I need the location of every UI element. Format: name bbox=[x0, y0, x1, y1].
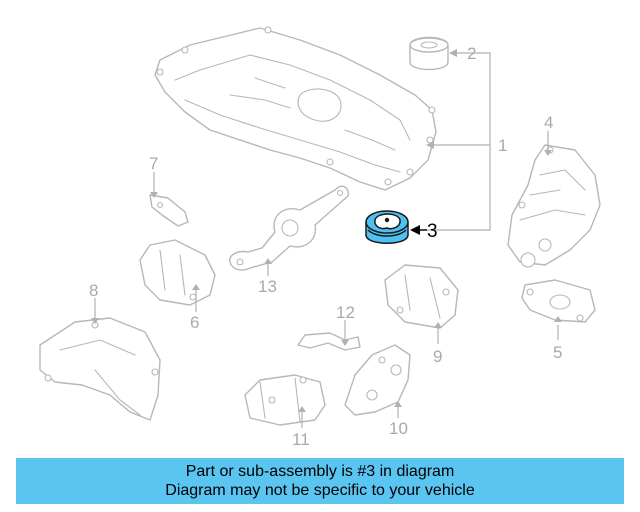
callout-3[interactable]: 3 bbox=[427, 221, 438, 242]
callout-7[interactable]: 7 bbox=[149, 154, 158, 173]
info-banner: Part or sub-assembly is #3 in diagram Di… bbox=[16, 458, 624, 504]
info-banner-line-2: Diagram may not be specific to your vehi… bbox=[165, 482, 475, 499]
part-12-link[interactable] bbox=[297, 332, 361, 351]
part-2-bushing[interactable] bbox=[409, 36, 449, 71]
part-1-subframe[interactable] bbox=[154, 26, 437, 191]
callout-2[interactable]: 2 bbox=[467, 44, 476, 63]
callout-9[interactable]: 9 bbox=[433, 347, 442, 366]
callout-13[interactable]: 13 bbox=[258, 277, 277, 296]
part-5-mount[interactable] bbox=[521, 279, 596, 323]
callout-5[interactable]: 5 bbox=[553, 343, 562, 362]
parts-diagram: 2 1 3 4 5 6 7 8 9 10 11 12 13 bbox=[39, 26, 601, 449]
callout-4[interactable]: 4 bbox=[544, 113, 553, 132]
callout-6[interactable]: 6 bbox=[190, 313, 199, 332]
part-11-mount[interactable] bbox=[244, 374, 326, 426]
part-7-bracket[interactable] bbox=[149, 194, 189, 227]
callout-8[interactable]: 8 bbox=[89, 281, 98, 300]
part-3-bushing-highlighted[interactable] bbox=[365, 210, 409, 244]
part-6-mount[interactable] bbox=[139, 239, 216, 306]
part-9-mount[interactable] bbox=[384, 264, 459, 329]
part-4-bracket[interactable] bbox=[507, 144, 601, 268]
callout-11[interactable]: 11 bbox=[292, 430, 310, 449]
part-10-bracket[interactable] bbox=[344, 344, 411, 416]
leader-lines bbox=[94, 52, 559, 428]
part-13-torque-rod[interactable] bbox=[229, 185, 349, 271]
info-banner-line-1: Part or sub-assembly is #3 in diagram bbox=[185, 463, 455, 480]
callout-10[interactable]: 10 bbox=[389, 419, 408, 438]
callout-12[interactable]: 12 bbox=[336, 303, 355, 322]
part-8-bracket[interactable] bbox=[39, 317, 161, 421]
arrowheads bbox=[91, 49, 562, 412]
callout-1[interactable]: 1 bbox=[498, 136, 507, 155]
